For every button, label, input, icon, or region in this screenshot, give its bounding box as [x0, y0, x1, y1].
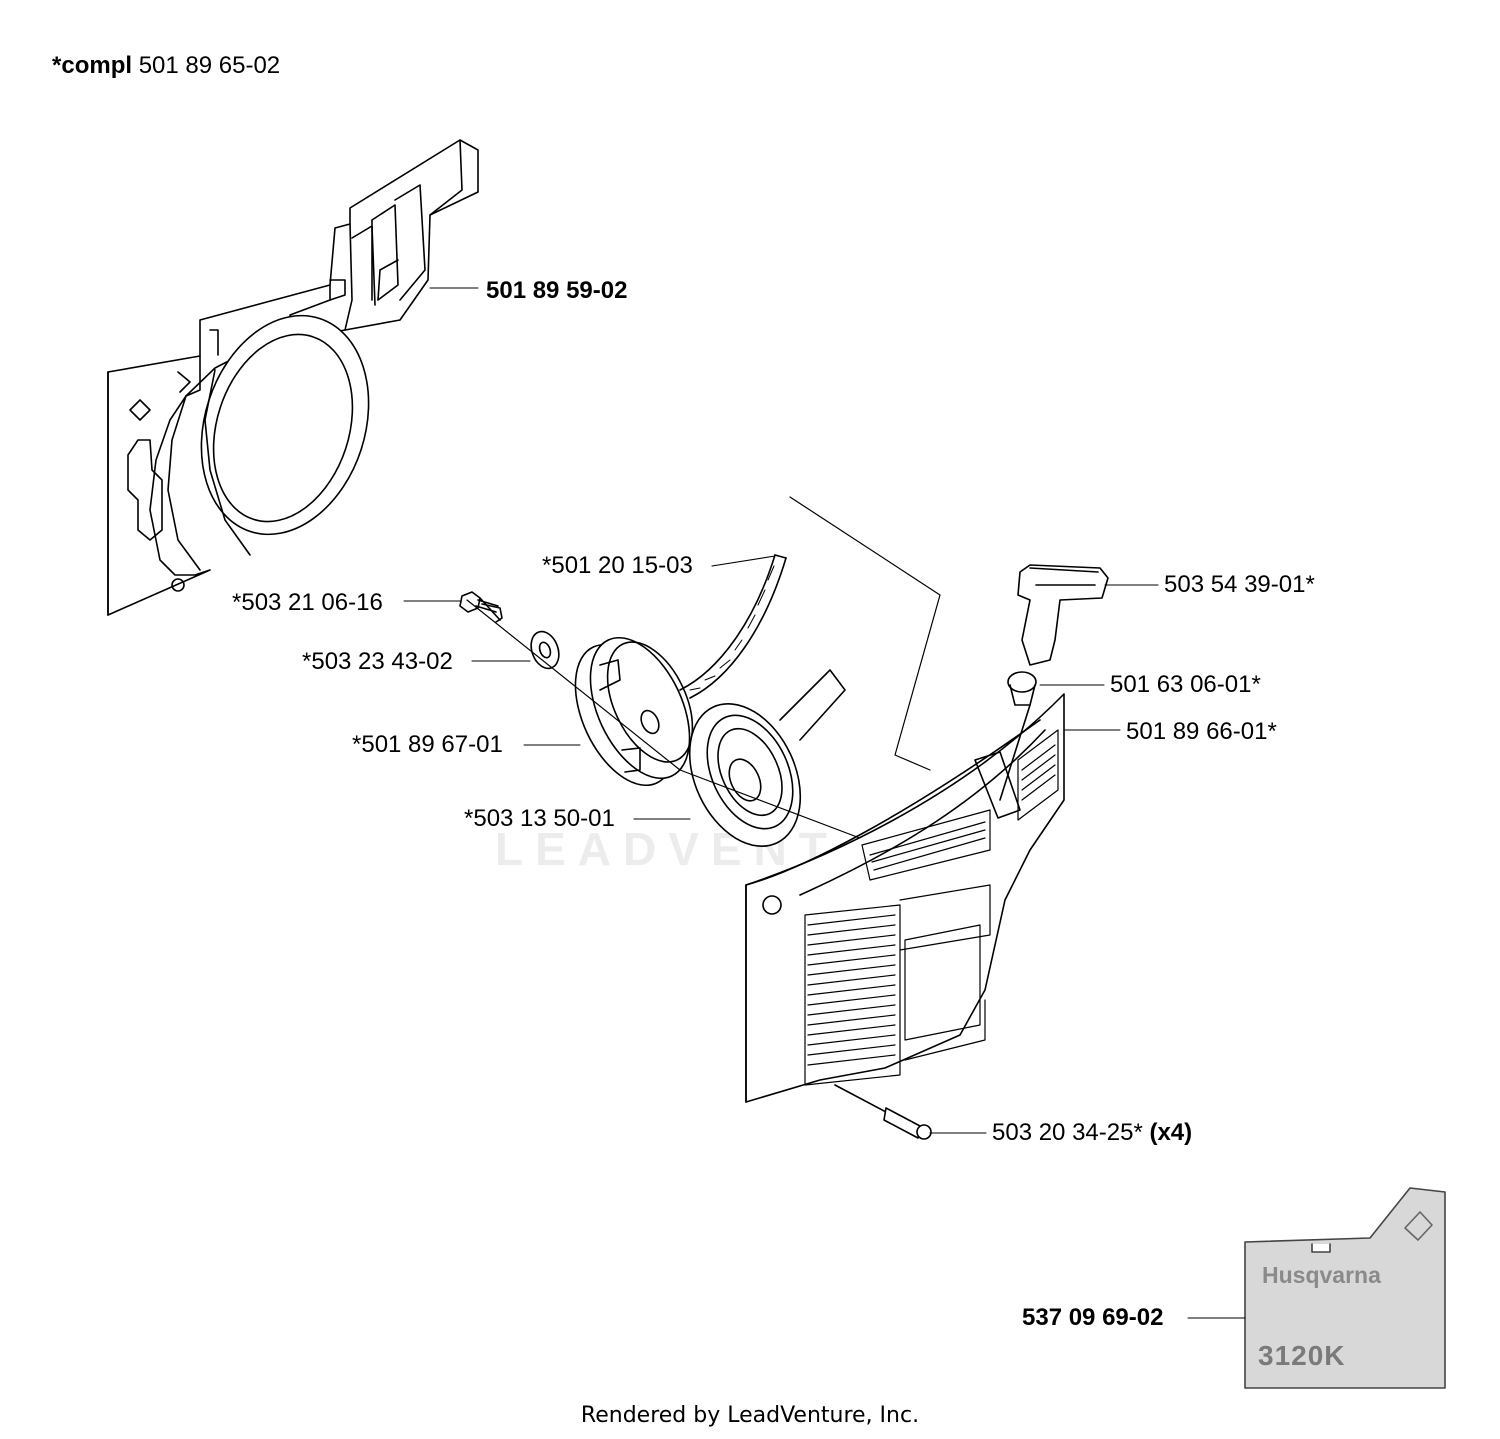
rope-pulley-part [574, 636, 694, 787]
starter-rope-part [679, 554, 787, 699]
assembly-line [789, 496, 941, 771]
part-label: *503 13 50-01 [464, 805, 615, 832]
part-label: *501 89 67-01 [352, 731, 503, 758]
part-number: 503 20 34-25* [992, 1119, 1143, 1146]
compl-header: *compl 501 89 65-02 [52, 52, 280, 80]
decal-part [1244, 1187, 1446, 1389]
decal-model-text: 3120K [1258, 1340, 1346, 1371]
washer-part [530, 630, 560, 670]
part-label: 537 09 69-02 [1022, 1304, 1164, 1331]
compl-number: 501 89 65-02 [138, 52, 281, 79]
compl-prefix: *compl [52, 52, 133, 79]
part-label: *503 21 06-16 [232, 589, 383, 616]
starter-housing-part [745, 693, 1065, 1103]
housing-screw-part [834, 1084, 932, 1140]
part-quantity: (x4) [1149, 1119, 1193, 1146]
rope-grommet-part [999, 671, 1037, 801]
part-label: 501 89 66-01* [1126, 718, 1277, 745]
part-label: 503 54 39-01* [1164, 571, 1315, 598]
part-label: *503 23 43-02 [302, 648, 453, 675]
part-label: 501 63 06-01* [1110, 671, 1261, 698]
footer-credit: Rendered by LeadVenture, Inc. [580, 1403, 920, 1428]
part-label: 501 89 59-02 [486, 277, 628, 304]
part-label: *501 20 15-03 [542, 552, 693, 579]
screw-part [459, 591, 503, 623]
starter-handle-part [1017, 564, 1109, 666]
cover-plate-part [107, 139, 479, 616]
part-label-qty: 503 20 34-25* (x4) [992, 1119, 1192, 1147]
decal-brand-text: Husqvarna [1262, 1262, 1381, 1288]
spring-cassette-part [688, 669, 846, 847]
leader-lines [403, 287, 1246, 1319]
